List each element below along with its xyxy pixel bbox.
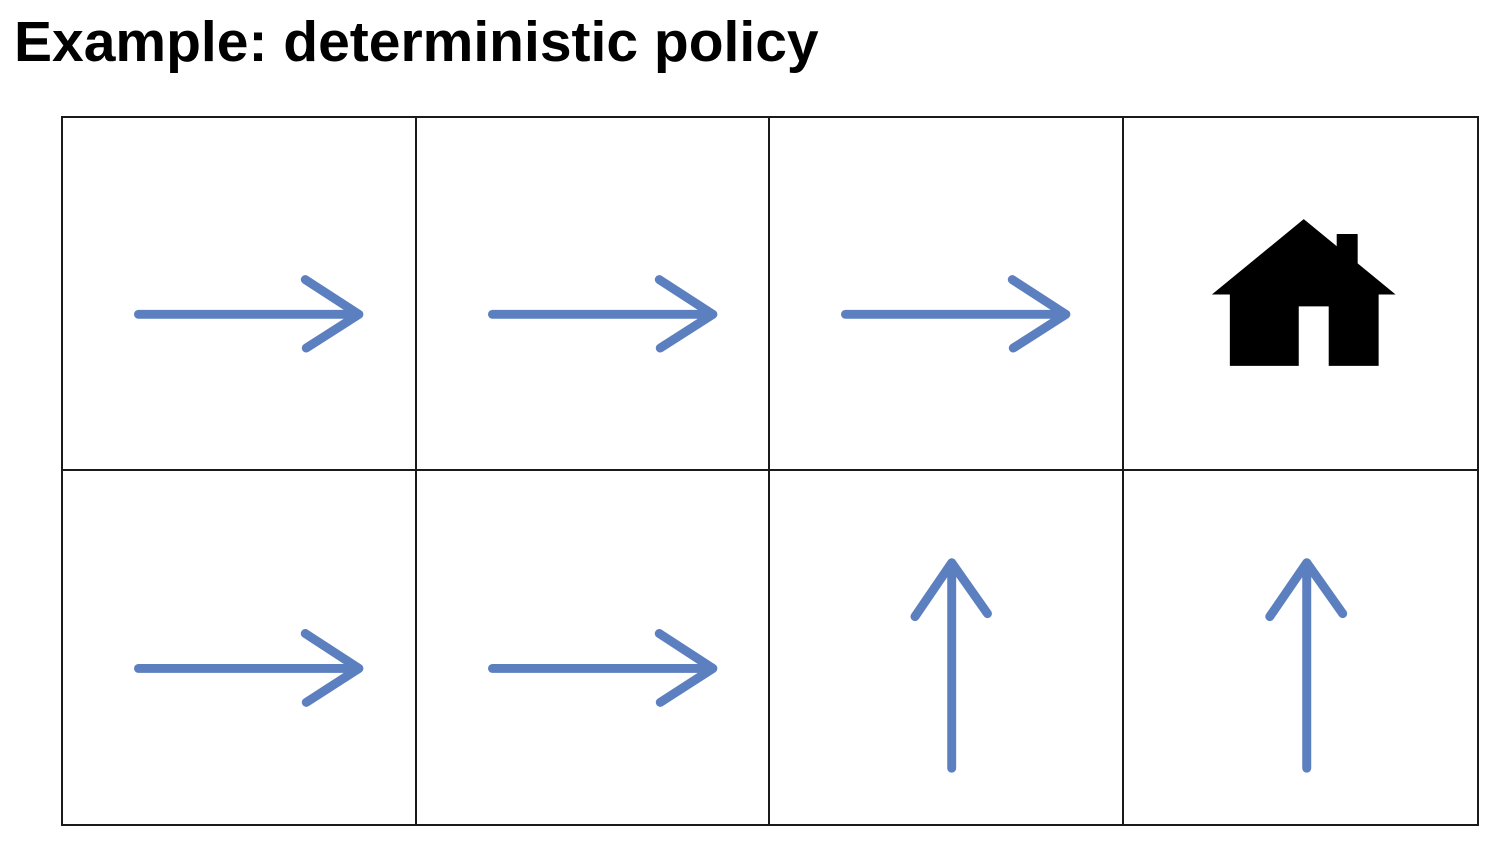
grid-cell: [770, 118, 1124, 471]
grid-cell: [1124, 471, 1478, 824]
cell-graphic: [487, 275, 717, 353]
cell-graphic: [1211, 219, 1396, 366]
arrow-right-icon: [487, 629, 717, 707]
arrow-right-icon: [133, 275, 364, 353]
grid-cell: [63, 118, 417, 471]
cell-graphic: [133, 275, 364, 353]
grid-cell: [417, 471, 770, 824]
arrow-right-icon: [487, 275, 717, 353]
cell-graphic: [133, 629, 364, 707]
grid-cell: [1123, 118, 1477, 471]
arrow-right-icon: [133, 629, 364, 707]
grid-cell: [770, 471, 1124, 824]
page-title: Example: deterministic policy: [14, 10, 819, 74]
arrow-up-icon: [910, 558, 992, 773]
house-icon: [1211, 219, 1396, 366]
grid-cell: [63, 471, 417, 824]
cell-graphic: [487, 629, 717, 707]
arrow-right-icon: [840, 275, 1071, 353]
cell-graphic: [840, 275, 1071, 353]
cell-graphic: [910, 558, 992, 773]
policy-grid: [61, 116, 1479, 826]
cell-graphic: [1264, 558, 1347, 773]
grid-cell: [416, 118, 770, 471]
arrow-up-icon: [1264, 558, 1347, 773]
